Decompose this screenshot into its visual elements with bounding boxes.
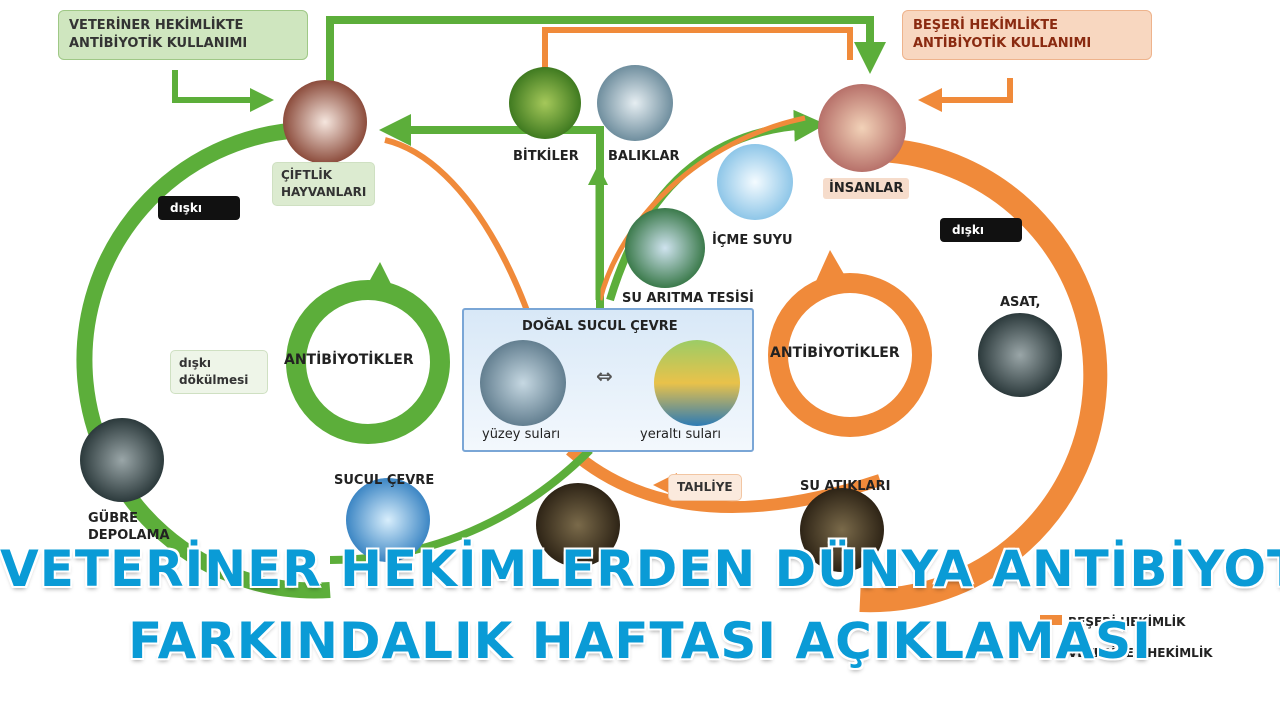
surface-water-label: yüzey suları	[482, 427, 561, 442]
farm-animals-line2: HAYVANLARI	[281, 185, 367, 199]
vet-usage-line2: ANTİBİYOTİK KULLANIMI	[69, 36, 248, 51]
aquatic-env-label: SUCUL ÇEVRE	[334, 473, 435, 488]
soil-photo	[536, 483, 620, 567]
green-vet-arrow	[172, 70, 274, 112]
vet-usage-box: VETERİNER HEKİMLİKTE ANTİBİYOTİK KULLANI…	[58, 10, 308, 60]
aquatic-photo	[346, 478, 430, 562]
farm-animals-photo	[283, 80, 367, 164]
manure-photo	[80, 418, 164, 502]
orange-inner-ring	[768, 273, 932, 437]
fish-label: BALIKLAR	[608, 149, 680, 164]
feces-spill-box: dışkı dökülmesi	[170, 350, 268, 394]
plants-label: BİTKİLER	[513, 149, 579, 164]
human-usage-box: BEŞERİ HEKİMLİKTE ANTİBİYOTİK KULLANIMI	[902, 10, 1152, 60]
natural-aquatic-panel: DOĞAL SUCUL ÇEVRE ⇔ yüzey suları yeraltı…	[462, 308, 754, 452]
water-treatment-label: SU ARITMA TESİSİ	[622, 291, 754, 306]
humans-photo	[818, 84, 906, 172]
green-outer-cycle	[76, 122, 331, 599]
waste-water-photo	[800, 488, 884, 572]
fish-photo	[597, 65, 673, 141]
headline-line2: FARKINDALIK HAFTASI AÇIKLAMASI	[128, 612, 1152, 670]
legend-human-label: BEŞERİ HEKİMLİK	[1068, 615, 1186, 629]
headline-line1: VETERİNER HEKİMLERDEN DÜNYA ANTİBİYOTİK	[0, 540, 1280, 598]
sludge-label: ASAT,	[1000, 295, 1041, 310]
manure-line2: DEPOLAMA	[88, 528, 170, 543]
ground-water-photo	[654, 340, 740, 426]
farm-animals-line1: ÇİFTLİK	[281, 168, 333, 182]
legend-vet-label: VETERİNER HEKİMLİK	[1068, 646, 1213, 660]
sludge-photo	[978, 313, 1062, 397]
vet-usage-line1: VETERİNER HEKİMLİKTE	[69, 18, 244, 33]
surface-water-photo	[480, 340, 566, 426]
feces-spill-line1: dışkı	[179, 356, 211, 370]
drinking-water-label: İÇME SUYU	[712, 233, 793, 248]
orange-top-connector	[542, 27, 853, 90]
waste-water-label: SU ATIKLARI	[800, 479, 891, 494]
feces-tag-left: dışkı	[158, 196, 240, 220]
manure-line1: GÜBRE	[88, 511, 139, 526]
green-top-connector	[326, 16, 886, 100]
drinking-water-photo	[717, 144, 793, 220]
farm-animals-label: ÇİFTLİK HAYVANLARI	[272, 162, 376, 206]
feces-tag-right: dışkı	[940, 218, 1022, 242]
plants-photo	[509, 67, 581, 139]
green-lower-flow	[329, 447, 593, 564]
human-usage-line2: ANTİBİYOTİK KULLANIMI	[913, 36, 1092, 51]
orange-arrow-to-humans	[597, 115, 806, 301]
orange-human-arrow	[918, 78, 1013, 112]
antibiotics-left-label: ANTİBİYOTİKLER	[284, 352, 414, 368]
human-usage-line1: BEŞERİ HEKİMLİKTE	[913, 18, 1058, 33]
antibiotics-right-label: ANTİBİYOTİKLER	[770, 345, 900, 361]
humans-label: İNSANLAR	[823, 178, 910, 199]
treatment-plant-photo	[625, 208, 705, 288]
swap-icon: ⇔	[596, 364, 613, 388]
feces-spill-line2: dökülmesi	[179, 373, 249, 387]
ground-water-label: yeraltı suları	[640, 427, 722, 442]
legend-orange-swatch	[1040, 615, 1062, 625]
manure-label: GÜBRE DEPOLAMA	[88, 510, 170, 544]
orange-outer-cycle	[859, 138, 1108, 613]
natural-aquatic-title: DOĞAL SUCUL ÇEVRE	[522, 319, 678, 334]
discharge-box: TAHLİYE	[668, 474, 742, 501]
